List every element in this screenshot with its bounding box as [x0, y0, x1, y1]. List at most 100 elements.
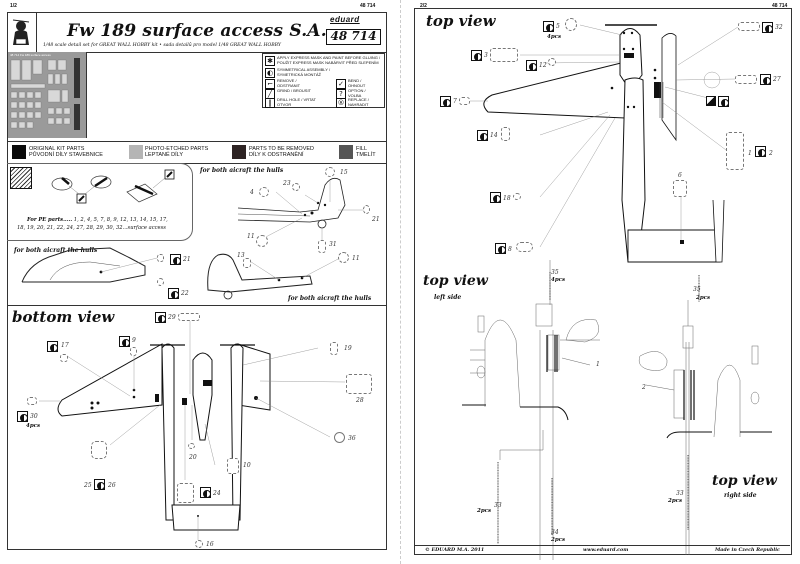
set-number-box: 48 714	[326, 29, 381, 45]
hull-diagrams	[21, 177, 363, 300]
key-text: OPTION / VOLBA	[348, 88, 366, 98]
hull-caption: for both aicraft the hulls	[288, 295, 372, 302]
symmetrical-icon	[119, 336, 130, 347]
website-link[interactable]: www.eduard.com	[583, 547, 629, 553]
right-page: 2/2 48 714 top view	[400, 0, 800, 564]
callout: 28	[356, 397, 364, 404]
key-text: APPLY EXPRESS MASK AND PAINT BEFORE GLUI…	[277, 55, 381, 65]
page-number: 1/2	[10, 3, 17, 9]
pe-fret-image: 48 714 Fw 189 surface access	[8, 52, 87, 138]
callout: 21	[183, 256, 191, 263]
symmetrical-icon	[526, 60, 537, 71]
part-13	[243, 258, 251, 268]
part-31	[318, 240, 326, 253]
pe-parts-diagram	[51, 169, 175, 204]
part-14	[501, 127, 510, 141]
part-28	[346, 374, 372, 394]
hull-caption: for both aicraft the hulls	[200, 167, 284, 174]
callout: 4	[250, 189, 254, 196]
legend-swatch-remove	[232, 145, 246, 159]
pcs-label: 2pcs	[668, 498, 683, 504]
part-30	[27, 397, 37, 405]
callout: 24	[213, 490, 221, 497]
callout: 3	[484, 52, 488, 59]
bottom-view-diagram	[39, 318, 346, 542]
part-17	[60, 354, 68, 362]
set-number-top: 48 714	[772, 3, 788, 9]
top-view-diagram	[470, 24, 739, 263]
bend-icon: ✓	[336, 79, 346, 89]
grind-icon	[706, 96, 716, 106]
callout: 16	[206, 541, 214, 548]
callout: 34	[551, 529, 559, 536]
part-8	[516, 242, 533, 252]
pe-note-line2: 18, 19, 20, 21, 22, 24, 27, 28, 29, 30, …	[17, 225, 166, 231]
callout: 35	[551, 269, 559, 276]
symmetrical-icon	[47, 341, 58, 352]
right-page-frame	[414, 8, 792, 555]
made-in: Made in Czech Republic	[715, 547, 780, 553]
part-24	[177, 483, 194, 503]
part-27	[735, 75, 757, 84]
pcs-label: 2pcs	[696, 295, 711, 301]
part-18	[513, 193, 521, 200]
callout: 15	[340, 169, 348, 176]
pe-parts-box: For PE parts..... 1, 2, 4, 5, 7, 8, 9, 1…	[7, 163, 193, 241]
callout: 14	[490, 132, 498, 139]
top-view-right-title: top view	[712, 473, 777, 489]
part-12	[548, 58, 556, 66]
callout: 36	[348, 435, 356, 442]
symmetrical-icon	[755, 146, 766, 157]
part-10	[227, 458, 239, 474]
callout: 31	[329, 241, 337, 248]
callout: 7	[453, 98, 457, 105]
callout: 2	[769, 150, 773, 157]
callout: 9	[132, 337, 136, 344]
symmetrical-icon	[471, 50, 482, 61]
key-text: BEND / OHNOUT	[348, 78, 366, 88]
part-21	[157, 254, 164, 262]
callout: 26	[108, 482, 116, 489]
symmetrical-icon	[170, 254, 181, 265]
part-6	[673, 180, 687, 197]
legend-swatch-kit	[12, 145, 26, 159]
key-text: REMOVE / ODSTRANIT	[277, 78, 301, 88]
remove-icon: ⌐	[265, 79, 275, 89]
callout: 6	[678, 172, 682, 179]
callout: 1	[748, 150, 752, 157]
legend-swatch-fill	[339, 145, 353, 159]
callout: 5	[556, 23, 560, 30]
copyright: © EDUARD M.A. 2011	[425, 547, 485, 553]
part-1	[726, 132, 744, 170]
callout: 20	[189, 454, 197, 461]
brand-logo: eduard	[330, 15, 360, 24]
symmetrical-icon	[490, 192, 501, 203]
key-text: GRIND / BROUSIT	[277, 88, 312, 93]
drill-icon: ‖	[265, 98, 275, 108]
callout: 17	[61, 342, 69, 349]
callout: 27	[773, 76, 781, 83]
part-7	[459, 97, 470, 105]
hull-caption: for both aicraft the hulls	[14, 247, 98, 254]
asterisk-icon: ✱	[265, 56, 275, 66]
part-19	[330, 342, 338, 355]
part-16	[195, 540, 203, 548]
page-title: Fw 189 surface access S.A.	[67, 21, 327, 41]
instruction-key: ✱ APPLY EXPRESS MASK AND PAINT BEFORE GL…	[262, 53, 385, 108]
callout: 30	[30, 413, 38, 420]
part-23	[292, 183, 300, 191]
symmetrical-icon	[94, 479, 105, 490]
callout: 19	[344, 345, 352, 352]
subtitle: 1/48 scale detail set for GREAT WALL HOB…	[43, 43, 281, 48]
part-15	[325, 167, 335, 177]
fret-label: 48 714 Fw 189 surface access	[10, 53, 51, 57]
part-3	[490, 48, 518, 62]
callout: 11	[247, 233, 255, 240]
callout: 25	[84, 482, 92, 489]
callout: 10	[243, 462, 251, 469]
callout: 8	[508, 246, 512, 253]
key-text: SYMMETRICAL ASSEMBLY / SYMETRICKÁ MONTÁŽ	[277, 67, 331, 77]
key-text: REPLACE / NAHRADIT	[348, 97, 369, 107]
